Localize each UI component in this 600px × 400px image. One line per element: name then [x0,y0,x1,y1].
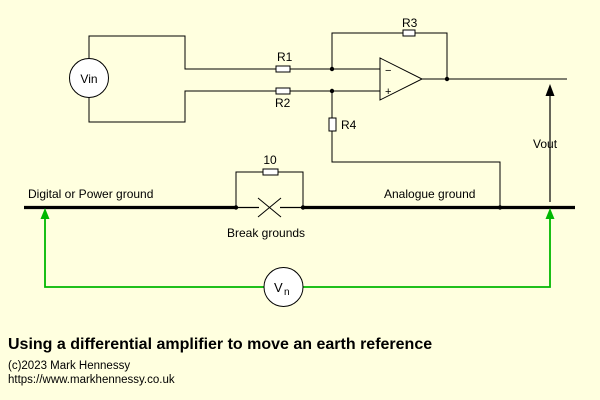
junction-dots [233,66,503,210]
break-grounds-label: Break grounds [227,226,305,240]
r4-label: R4 [341,118,357,132]
copyright-text: (c)2023 Mark Hennessy [8,360,131,372]
resistor-r2-body [275,87,291,95]
vout-label: Vout [533,137,558,151]
diagram-title: Using a differential amplifier to move a… [8,336,433,353]
up-arrowhead-icon [545,84,555,96]
opamp-minus-label: − [385,65,391,77]
vn-label-subscript: n [284,287,290,298]
noise-left-arrowhead-icon [40,208,50,219]
website-url-text: https://www.markhennessy.co.uk [8,374,175,386]
vn-label: V [274,280,283,295]
resistors [262,29,416,176]
circuit-wires [88,32,567,206]
analogue-ground-label: Analogue ground [384,187,475,201]
break-x-icon [257,197,282,218]
resistor-r4-body [328,117,337,132]
resistor-r3-body [402,29,416,37]
r3-label: R3 [402,16,418,30]
noise-right-arrowhead-icon [545,208,555,219]
digital-ground-label: Digital or Power ground [28,187,153,201]
resistor-bypass-body [262,168,279,176]
resistor-r1-body [275,65,291,73]
vn-source-circle [263,267,304,307]
vout-arrow [545,84,555,202]
r1-label: R1 [277,50,293,64]
opamp-plus-label: + [385,86,391,98]
vin-label: Vin [80,72,97,86]
noise-source-wires [44,217,551,288]
opamp-triangle [379,57,424,101]
r2-label: R2 [275,96,291,110]
vin-source-circle [69,58,109,98]
bypass-resistor-value-label: 10 [263,153,277,167]
